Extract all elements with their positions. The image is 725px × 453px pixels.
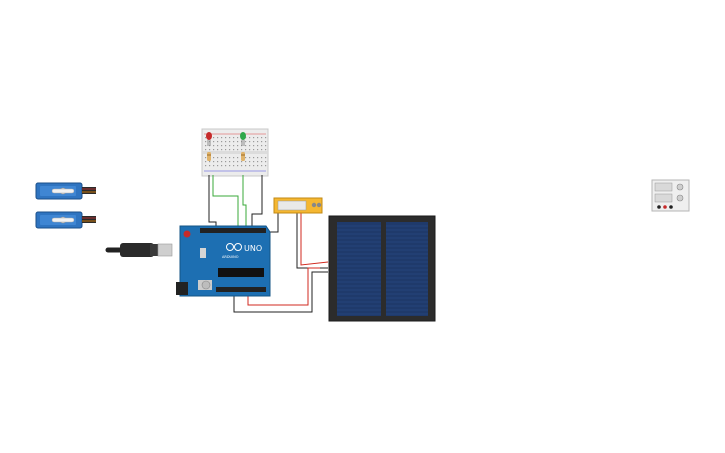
- solar-panel[interactable]: [328, 215, 436, 322]
- arduino-model-label: UNO: [244, 244, 262, 253]
- wires: [208, 175, 329, 313]
- solar-cell-grid: [337, 225, 428, 315]
- breadboard-holes: [205, 137, 267, 167]
- resistor-1[interactable]: [207, 152, 211, 161]
- power-supply[interactable]: [651, 179, 690, 212]
- servo-motor-1[interactable]: [35, 182, 96, 200]
- current-sensor-module[interactable]: [273, 197, 323, 214]
- led-red[interactable]: [206, 132, 212, 146]
- led-green[interactable]: [240, 132, 246, 146]
- servo-motor-2[interactable]: [35, 211, 96, 229]
- arduino-brand-label: ARDUINO: [222, 255, 239, 259]
- usb-cable[interactable]: [105, 243, 173, 257]
- resistor-2[interactable]: [241, 152, 245, 161]
- breadboard[interactable]: [201, 128, 269, 177]
- arduino-uno-board[interactable]: UNO ARDUINO: [176, 225, 271, 297]
